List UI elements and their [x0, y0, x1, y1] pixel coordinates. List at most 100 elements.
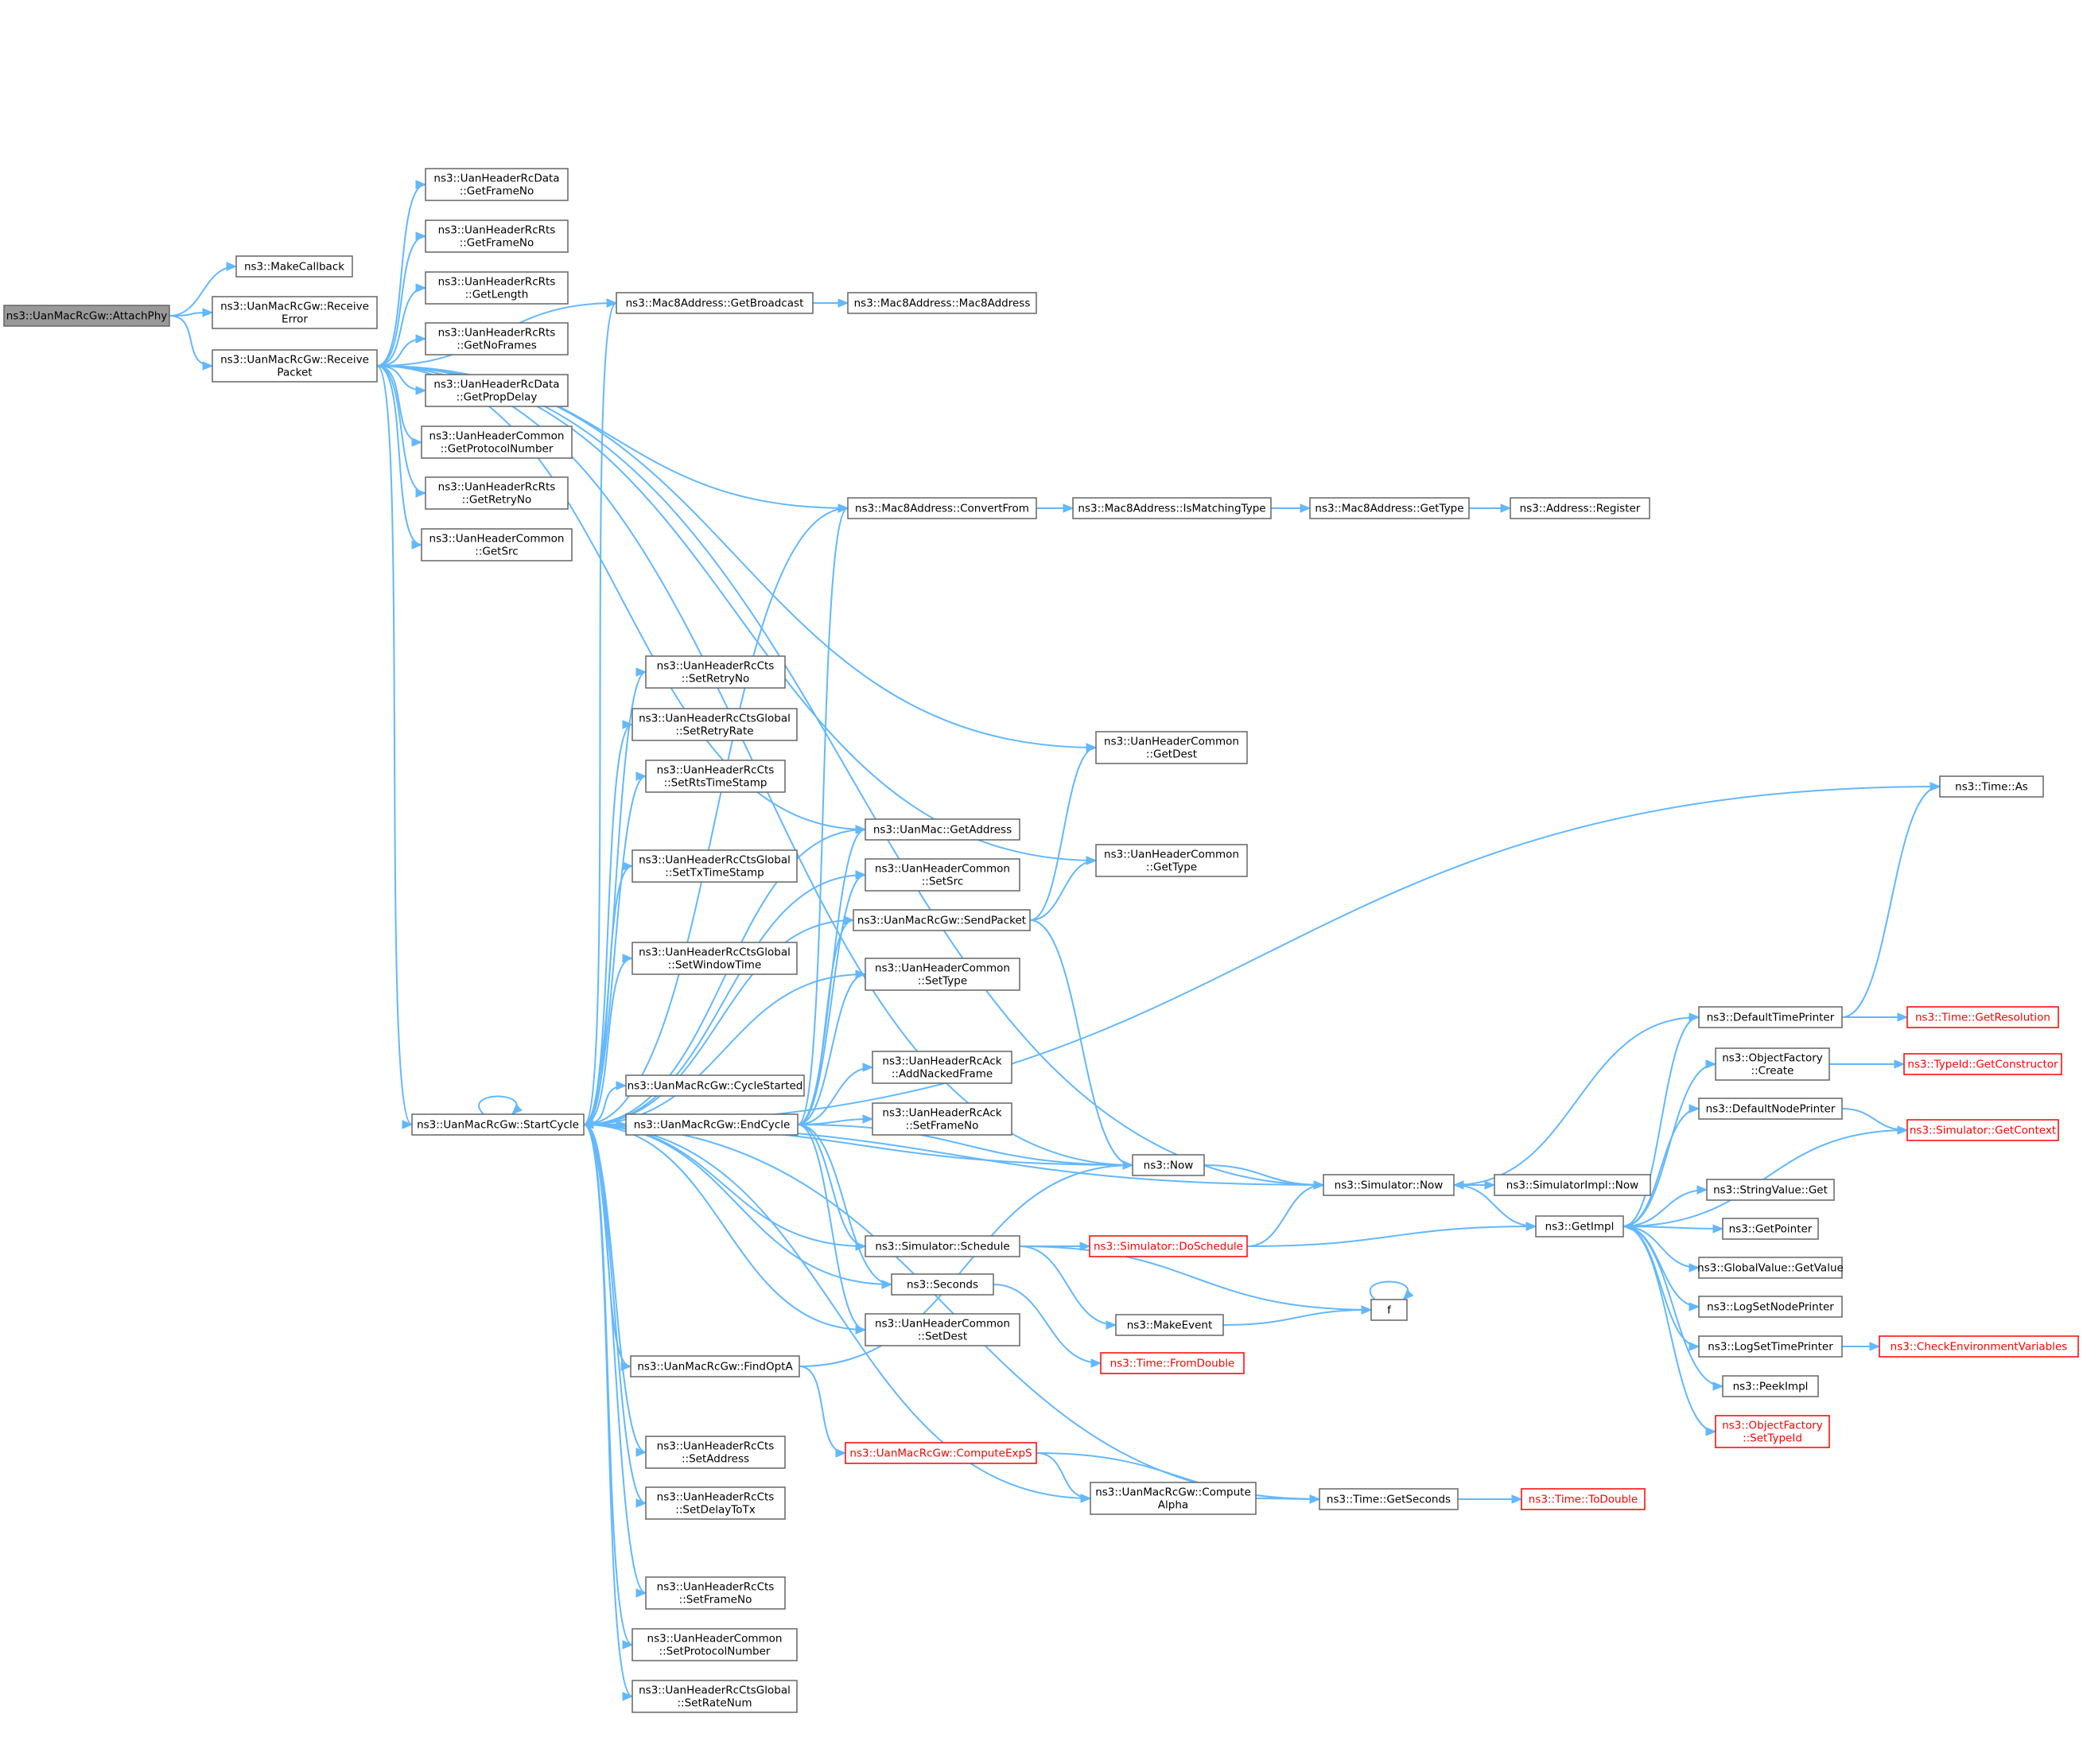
node-label: ns3::UanHeaderRcCts: [657, 764, 775, 777]
node-label: ns3::UanHeaderRcCtsGlobal: [639, 946, 791, 959]
node-simulatorimpl_now[interactable]: ns3::SimulatorImpl::Now: [1494, 1174, 1651, 1196]
node-box: [212, 349, 378, 383]
node-box: [847, 292, 1037, 314]
node-common_getdest[interactable]: ns3::UanHeaderCommon::GetDest: [1095, 731, 1248, 764]
node-rcrts_getlength[interactable]: ns3::UanHeaderRcRts::GetLength: [425, 271, 569, 305]
node-endcycle[interactable]: ns3::UanMacRcGw::EndCycle: [625, 1113, 799, 1136]
node-f[interactable]: f: [1370, 1299, 1408, 1321]
node-simulator_doschedule[interactable]: ns3::Simulator::DoSchedule: [1089, 1235, 1248, 1257]
node-defaulttimeprinter[interactable]: ns3::DefaultTimePrinter: [1698, 1006, 1843, 1028]
node-common_setdest[interactable]: ns3::UanHeaderCommon::SetDest: [865, 1313, 1020, 1346]
node-label: ::SetType: [918, 975, 967, 988]
node-makeevent[interactable]: ns3::MakeEvent: [1115, 1314, 1224, 1336]
node-uanmac_getaddress[interactable]: ns3::UanMac::GetAddress: [865, 818, 1020, 841]
arrowhead-startcycle-to-rcctsglobal_setratenum: [622, 1692, 634, 1701]
node-box: [1309, 497, 1470, 519]
call-edge-sendpacket-to-now: [1029, 919, 1133, 1166]
node-label: ns3::GlobalValue::GetValue: [1697, 1262, 1844, 1275]
call-edge-attachphy-to-receivepacket: [169, 315, 213, 367]
node-label: ns3::UanHeaderRcData: [433, 173, 559, 185]
node-label: ns3::UanMacRcGw::Compute: [1095, 1486, 1251, 1499]
arrowhead-startcycle-to-rccts_setaddress: [635, 1447, 647, 1457]
arrowhead-endcycle-to-startcycle: [582, 1120, 594, 1129]
node-mac8_ismatchingtype[interactable]: ns3::Mac8Address::IsMatchingType: [1072, 497, 1272, 519]
node-box: [421, 425, 573, 459]
node-getpointer[interactable]: ns3::GetPointer: [1722, 1218, 1819, 1240]
node-time_as[interactable]: ns3::Time::As: [1939, 775, 2044, 798]
node-simulator_now[interactable]: ns3::Simulator::Now: [1323, 1174, 1455, 1196]
node-getimpl[interactable]: ns3::GetImpl: [1535, 1215, 1624, 1238]
node-box: [1698, 1257, 1843, 1279]
node-rcack_addnackedframe[interactable]: ns3::UanHeaderRcAck::AddNackedFrame: [872, 1051, 1012, 1084]
node-rcdata_getframeno[interactable]: ns3::UanHeaderRcData::GetFrameNo: [425, 168, 569, 201]
node-simulator_schedule[interactable]: ns3::Simulator::Schedule: [865, 1235, 1020, 1257]
node-rcrts_getframeno[interactable]: ns3::UanHeaderRcRts::GetFrameNo: [425, 220, 569, 253]
node-findopta[interactable]: ns3::UanMacRcGw::FindOptA: [630, 1355, 800, 1377]
node-mac8_getbroadcast[interactable]: ns3::Mac8Address::GetBroadcast: [616, 292, 814, 314]
node-rccts_setaddress[interactable]: ns3::UanHeaderRcCts::SetAddress: [645, 1436, 786, 1469]
node-rcctsglobal_setwindowtime[interactable]: ns3::UanHeaderRcCtsGlobal::SetWindowTime: [632, 942, 798, 975]
node-mac8_gettype[interactable]: ns3::Mac8Address::GetType: [1309, 497, 1470, 519]
node-makecallback[interactable]: ns3::MakeCallback: [235, 255, 353, 278]
node-time_fromdouble[interactable]: ns3::Time::FromDouble: [1100, 1352, 1245, 1374]
node-rccts_setframeno[interactable]: ns3::UanHeaderRcCts::SetFrameNo: [645, 1576, 786, 1610]
node-rccts_setrtstimestamp[interactable]: ns3::UanHeaderRcCts::SetRtsTimeStamp: [645, 760, 786, 793]
node-address_register[interactable]: ns3::Address::Register: [1510, 497, 1650, 519]
node-stringvalue_get[interactable]: ns3::StringValue::Get: [1706, 1179, 1835, 1201]
node-startcycle[interactable]: ns3::UanMacRcGw::StartCycle: [411, 1113, 585, 1136]
node-common_gettype[interactable]: ns3::UanHeaderCommon::GetType: [1095, 844, 1248, 877]
node-peekimpl[interactable]: ns3::PeekImpl: [1722, 1375, 1819, 1397]
node-rcack_setframeno[interactable]: ns3::UanHeaderRcAck::SetFrameNo: [872, 1102, 1012, 1136]
node-time_getresolution[interactable]: ns3::Time::GetResolution: [1906, 1006, 2059, 1028]
node-computeexps[interactable]: ns3::UanMacRcGw::ComputeExpS: [845, 1442, 1037, 1464]
node-label: ::AddNackedFrame: [892, 1068, 993, 1081]
node-globalvalue_getvalue[interactable]: ns3::GlobalValue::GetValue: [1697, 1257, 1844, 1279]
node-objectfactory_settypeid[interactable]: ns3::ObjectFactory::SetTypeId: [1715, 1415, 1830, 1448]
node-cyclestarted[interactable]: ns3::UanMacRcGw::CycleStarted: [625, 1074, 805, 1097]
node-logsettimeprinter[interactable]: ns3::LogSetTimePrinter: [1698, 1335, 1843, 1358]
node-common_getprotocolnumber[interactable]: ns3::UanHeaderCommon::GetProtocolNumber: [421, 425, 573, 459]
call-edge-startcycle-to-sendpacket: [583, 919, 854, 1125]
arrowhead-simulator_now-to-simulatorimpl_now: [1484, 1180, 1496, 1190]
node-seconds[interactable]: ns3::Seconds: [891, 1273, 994, 1296]
node-common_getsrc[interactable]: ns3::UanHeaderCommon::GetSrc: [421, 528, 573, 561]
node-attachphy[interactable]: ns3::UanMacRcGw::AttachPhy: [3, 305, 170, 327]
node-rccts_setdelaytotx[interactable]: ns3::UanHeaderRcCts::SetDelayToTx: [645, 1486, 786, 1520]
node-time_todouble[interactable]: ns3::Time::ToDouble: [1521, 1488, 1646, 1510]
node-defaultnodeprinter[interactable]: ns3::DefaultNodePrinter: [1698, 1098, 1843, 1120]
arrowhead-simulator_getcontext-to-getimpl: [1622, 1222, 1634, 1231]
call-edge-startcycle-to-rccts_setaddress: [583, 1124, 647, 1453]
node-label: f: [1387, 1304, 1392, 1317]
node-rcrts_getnoframes[interactable]: ns3::UanHeaderRcRts::GetNoFrames: [425, 322, 569, 356]
node-label: ::SetWindowTime: [668, 959, 762, 972]
node-common_setprotocolnumber[interactable]: ns3::UanHeaderCommon::SetProtocolNumber: [632, 1628, 798, 1661]
node-logsetnodeprinter[interactable]: ns3::LogSetNodePrinter: [1698, 1296, 1843, 1318]
node-rcrts_getretryno[interactable]: ns3::UanHeaderRcRts::GetRetryNo: [425, 476, 569, 510]
arrowhead-getimpl-to-peekimpl: [1712, 1381, 1724, 1391]
node-rccts_setretryno[interactable]: ns3::UanHeaderRcCts::SetRetryNo: [645, 655, 786, 689]
node-label: ns3::UanMacRcGw::StartCycle: [417, 1119, 579, 1132]
node-mac8_convertfrom[interactable]: ns3::Mac8Address::ConvertFrom: [847, 497, 1037, 519]
node-box: [421, 528, 573, 561]
node-typeid_getconstructor[interactable]: ns3::TypeId::GetConstructor: [1903, 1053, 2062, 1075]
node-now[interactable]: ns3::Now: [1132, 1154, 1205, 1176]
node-common_settype[interactable]: ns3::UanHeaderCommon::SetType: [865, 958, 1020, 991]
node-box: [645, 1486, 786, 1520]
node-checkenvironmentvariables[interactable]: ns3::CheckEnvironmentVariables: [1879, 1335, 2079, 1358]
node-common_getsrc2[interactable]: ns3::UanHeaderCommon::SetSrc: [865, 858, 1020, 892]
node-box: [1698, 1296, 1843, 1318]
node-rcctsglobal_settxtimestamp[interactable]: ns3::UanHeaderRcCtsGlobal::SetTxTimeStam…: [632, 849, 798, 883]
arrowhead-endcycle-to-sendpacket: [843, 915, 855, 925]
node-simulator_getcontext[interactable]: ns3::Simulator::GetContext: [1906, 1119, 2059, 1141]
arrowhead-startcycle-to-common_setprotocolnumber: [622, 1640, 634, 1649]
node-rcctsglobal_setretryrate[interactable]: ns3::UanHeaderRcCtsGlobal::SetRetryRate: [632, 708, 798, 741]
node-rcdata_getpropdelay[interactable]: ns3::UanHeaderRcData::GetPropDelay: [425, 374, 569, 407]
node-mac8_mac8address[interactable]: ns3::Mac8Address::Mac8Address: [847, 292, 1037, 314]
node-objectfactory_create[interactable]: ns3::ObjectFactory::Create: [1715, 1047, 1830, 1081]
node-rcctsglobal_setratenum[interactable]: ns3::UanHeaderRcCtsGlobal::SetRateNum: [632, 1680, 798, 1713]
node-sendpacket[interactable]: ns3::UanMacRcGw::SendPacket: [853, 909, 1031, 931]
node-time_getseconds[interactable]: ns3::Time::GetSeconds: [1319, 1488, 1459, 1510]
